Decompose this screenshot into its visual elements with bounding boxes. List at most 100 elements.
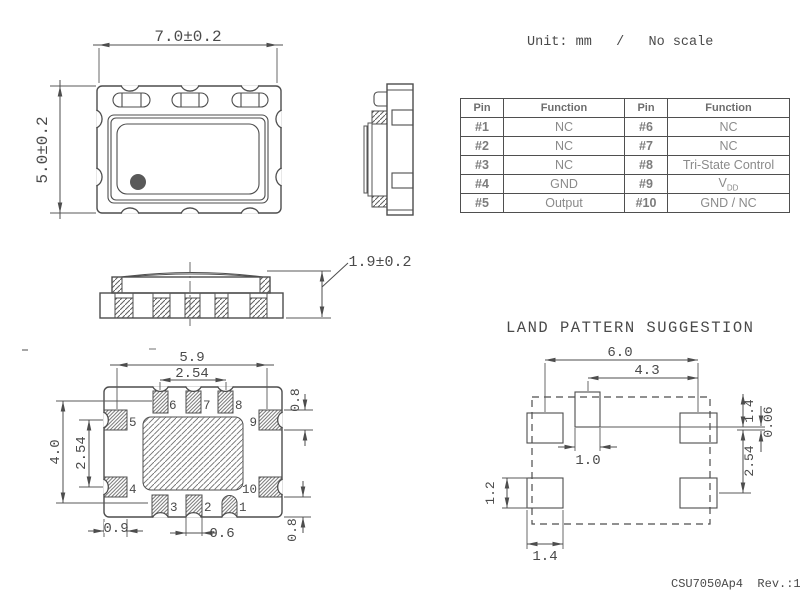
pin-cell: #4: [460, 174, 504, 194]
land-pad-top-left: [526, 412, 564, 444]
dim-label-height: 5.0±0.2: [34, 116, 52, 183]
dim-4-3: 4.3: [634, 363, 659, 379]
land-pattern-dimensions: 6.0 4.3 1.4 0.06 2.54 1.0 1.2: [483, 345, 776, 565]
dim-0-8-bottom: 0.8: [285, 518, 300, 541]
top-view: 7.0±0.2 5.0±0.2: [34, 28, 283, 219]
top-slots: [112, 92, 269, 108]
dim-label-width: 7.0±0.2: [154, 28, 221, 46]
function-cell: NC: [503, 136, 625, 156]
function-cell: Tri-State Control: [667, 155, 790, 175]
package-outline-dashed: [531, 396, 711, 525]
side-lid-edge: [367, 122, 373, 197]
profile-bottom-pads: [114, 292, 268, 319]
ceramic-upper: [111, 276, 271, 294]
col-header-pin-left: Pin: [460, 98, 504, 118]
dim-1-4-right: 1.4: [742, 399, 757, 423]
pad-7-label: 7: [203, 399, 211, 413]
pad-4-label: 4: [129, 483, 137, 497]
table-row: #4 GND #9 VDD: [460, 174, 790, 194]
pad-7: [185, 390, 202, 414]
pad-1-label: 1: [239, 501, 247, 515]
doc-reference: CSU7050Ap4 Rev.:1: [671, 577, 800, 591]
land-pad-top-right: [679, 412, 718, 444]
col-header-fn-left: Function: [503, 98, 625, 118]
unit-note: Unit: mm / No scale: [527, 35, 713, 50]
pad-6: [152, 390, 169, 414]
bottom-notches: [103, 386, 283, 518]
function-cell-vdd: VDD: [667, 174, 790, 194]
dim-1-0: 1.0: [575, 453, 600, 469]
side-pad-hatch-top: [371, 110, 388, 125]
lid-arc-outer: [120, 271, 264, 278]
vdd-subscript: DD: [726, 183, 739, 193]
pin-cell: #5: [460, 193, 504, 213]
side-pad-hatch-bottom: [371, 195, 388, 208]
pad-2-label: 2: [204, 501, 212, 515]
stray-marks: [22, 348, 156, 351]
col-header-fn-right: Function: [667, 98, 790, 118]
dim-profile-height: 1.9±0.2: [267, 254, 412, 319]
function-cell: NC: [503, 155, 625, 175]
table-row: #2 NC #7 NC: [460, 136, 790, 156]
pad-10-label: 10: [242, 483, 257, 497]
pad-8: [217, 390, 234, 414]
table-row: #1 NC #6 NC: [460, 117, 790, 137]
land-pad-bottom-left: [526, 477, 564, 509]
function-cell: NC: [667, 136, 790, 156]
pad-6-label: 6: [169, 399, 177, 413]
crystal-cavity-hatch: [142, 416, 244, 491]
dim-0-06: 0.06: [761, 406, 776, 437]
pin-cell: #9: [624, 174, 668, 194]
pad-5-label: 5: [129, 416, 137, 430]
pin-cell: #2: [460, 136, 504, 156]
pad-8-label: 8: [235, 399, 243, 413]
function-cell: GND: [503, 174, 625, 194]
vdd-base: V: [718, 175, 727, 190]
pin-cell: #1: [460, 117, 504, 137]
dim-1-2: 1.2: [483, 481, 498, 504]
dim-6-0: 6.0: [607, 345, 632, 361]
side-view: [363, 83, 414, 216]
function-cell: NC: [503, 117, 625, 137]
lid-arc-inner: [124, 273, 260, 278]
pin-cell: #3: [460, 155, 504, 175]
col-header-pin-right: Pin: [624, 98, 668, 118]
function-cell: Output: [503, 193, 625, 213]
dim-1-4-bottom: 1.4: [532, 549, 557, 565]
bottom-view-dimensions: 5.9 2.54 4.0 2.54 0.9 0.6: [48, 350, 313, 542]
land-pattern-title: LAND PATTERN SUGGESTION: [506, 319, 754, 337]
land-pattern: LAND PATTERN SUGGESTION 6.0 4.3 1.4 0.06…: [483, 319, 776, 565]
profile-view: 1.9±0.2: [99, 254, 412, 326]
table-row: #5 Output #10 GND / NC: [460, 193, 790, 213]
pin-cell: #7: [624, 136, 668, 156]
dim-top-height: 5.0±0.2: [34, 80, 96, 219]
pin-cell: #10: [624, 193, 668, 213]
bottom-pads: [103, 390, 283, 517]
dim-2-54-land: 2.54: [742, 445, 757, 476]
metal-lid: [107, 114, 269, 204]
dim-0-8-top: 0.8: [288, 388, 303, 411]
table-row: #3 NC #8 Tri-State Control: [460, 155, 790, 175]
dim-5-9: 5.9: [179, 350, 204, 366]
pin-cell: #8: [624, 155, 668, 175]
pad-1: [221, 495, 238, 517]
dim-2-54-h: 2.54: [175, 366, 209, 382]
side-top-tab: [373, 91, 387, 107]
dim-0-6: 0.6: [209, 526, 234, 542]
dim-2-54-v: 2.54: [74, 436, 90, 470]
function-cell: GND / NC: [667, 193, 790, 213]
pad-numbers: 6 7 8 5 4 9 10 3 2 1: [129, 399, 257, 515]
land-pad-bottom-right: [679, 477, 718, 509]
dim-0-9: 0.9: [103, 521, 128, 537]
pin-cell: #6: [624, 117, 668, 137]
side-body: [386, 83, 414, 216]
pad-3-label: 3: [170, 501, 178, 515]
land-small-pad: [574, 391, 601, 428]
dim-label-thickness: 1.9±0.2: [348, 254, 411, 271]
pin-function-table: Pin Function Pin Function #1 NC #6 NC #2…: [460, 98, 790, 213]
pad-9-label: 9: [249, 416, 257, 430]
function-cell: NC: [667, 117, 790, 137]
bottom-view: 6 7 8 5 4 9 10 3 2 1 5.9 2.54 4.0: [22, 348, 313, 542]
